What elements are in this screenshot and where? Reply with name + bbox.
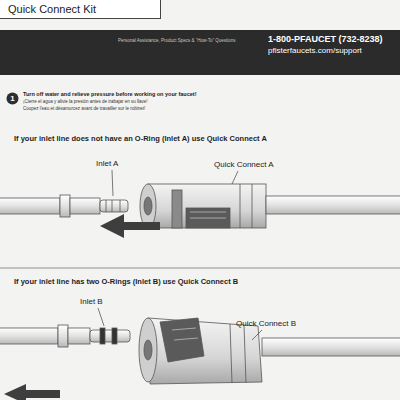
inlet-a-drawing xyxy=(0,195,128,217)
inlet-b-drawing xyxy=(0,325,130,347)
part-label: Quick Connect B xyxy=(236,319,296,328)
warning-text: Coupez l'eau et désamorcez avant de trav… xyxy=(23,106,145,111)
part-label: Inlet B xyxy=(80,297,103,306)
node-text: Quick Connect Kit xyxy=(8,3,96,16)
step-number-text: 1 xyxy=(10,94,14,103)
leader-line xyxy=(252,330,262,340)
instruction-heading: If your inlet line has two O-Rings (Inle… xyxy=(14,278,238,287)
leader-line xyxy=(232,171,238,184)
node-text: pfisterfaucets.com/support xyxy=(268,46,362,55)
quick-connect-b-drawing xyxy=(139,318,400,384)
leader-line xyxy=(112,170,113,196)
warning-text: Turn off water and relieve pressure befo… xyxy=(23,91,197,97)
node-text: Personal Assistance, Product Specs & “Ho… xyxy=(118,38,236,43)
instruction-heading: If your inlet line does not have an O-Ri… xyxy=(14,135,267,144)
contact-band: Personal Assistance, Product Specs & “Ho… xyxy=(0,30,400,75)
push-arrow xyxy=(4,384,60,400)
part-label: Quick Connect A xyxy=(214,160,274,169)
leader-line xyxy=(98,308,104,326)
title-box: Quick Connect Kit xyxy=(0,0,161,19)
quick-connect-a-drawing xyxy=(140,184,400,228)
warning-text: ¡Cierre el agua y alivie la presión ante… xyxy=(23,99,148,104)
part-label: Inlet A xyxy=(96,159,118,168)
divider-line xyxy=(0,268,400,269)
step-number: 1 xyxy=(6,92,19,105)
node-text: 1-800-PFAUCET (732-8238) xyxy=(268,34,383,44)
push-arrow xyxy=(100,214,160,238)
